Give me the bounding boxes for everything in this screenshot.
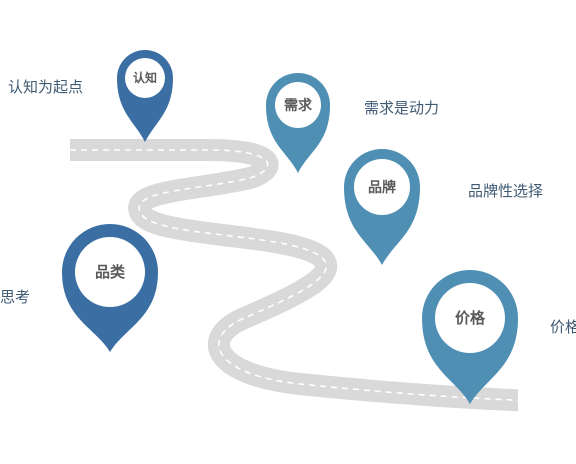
pin-brand-inner [354, 159, 410, 215]
pin-brand: 品牌 [344, 149, 420, 265]
side-label-category: 思考 [0, 288, 31, 306]
pin-demand-label: 需求 [284, 97, 313, 114]
pin-cognition-inner [125, 58, 165, 98]
side-label-brand: 品牌性选择 [468, 182, 544, 200]
side-label-demand: 需求是动力 [364, 99, 440, 117]
side-label-price: 价格 [550, 318, 576, 336]
pin-cognition-label: 认知 [133, 70, 157, 85]
road-centerline [70, 149, 518, 402]
road [70, 139, 518, 412]
pin-category-label: 品类 [95, 263, 126, 281]
side-label-cognition: 认知为起点 [8, 78, 84, 96]
pin-demand-inner [275, 82, 321, 128]
pin-brand-label: 品牌 [368, 179, 396, 196]
pin-category: 品类 [62, 224, 158, 352]
pin-price: 价格 [422, 270, 518, 404]
pin-category-inner [75, 237, 145, 307]
pin-price-label: 价格 [455, 309, 486, 327]
pin-cognition: 认知 [117, 50, 173, 142]
pin-price-inner [435, 283, 505, 353]
pin-demand: 需求 [266, 73, 330, 173]
